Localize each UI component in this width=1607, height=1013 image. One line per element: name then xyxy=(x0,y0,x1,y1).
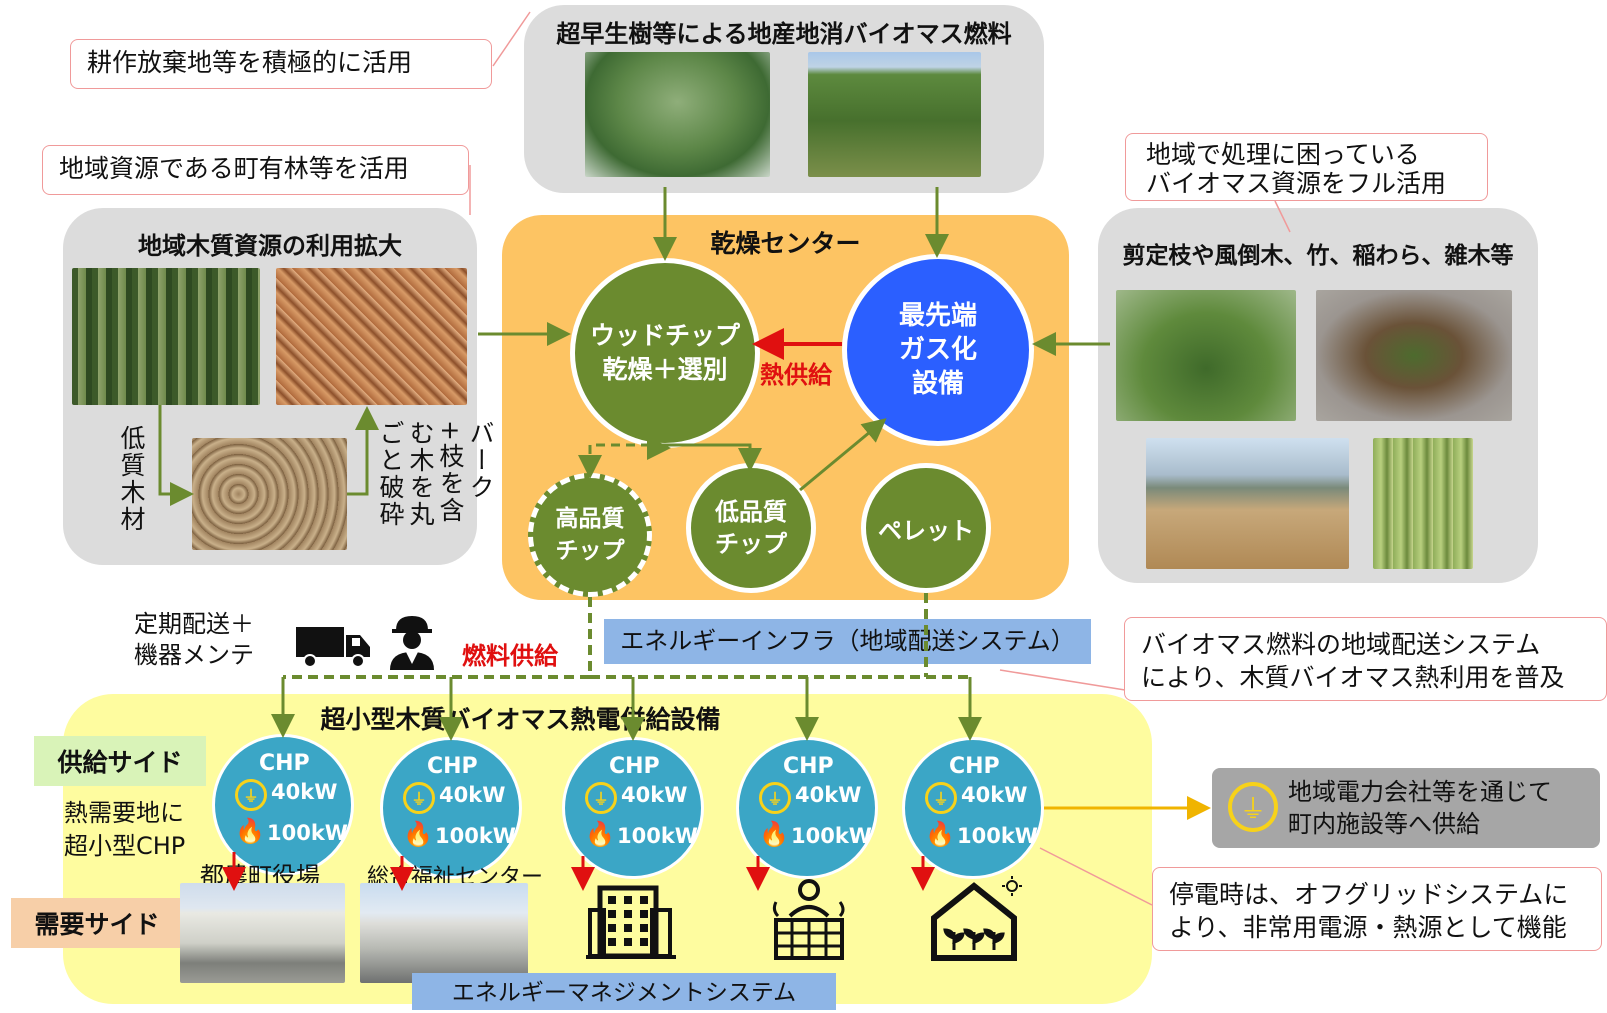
plug-icon: ⏚ xyxy=(925,782,957,814)
high-quality-line-1: 高品質 xyxy=(555,506,625,532)
high-quality-chip-circle: 高品質 チップ xyxy=(528,473,652,597)
gasifier-circle: 最先端 ガス化 設備 xyxy=(842,254,1034,446)
photo-rice-straw xyxy=(1146,438,1349,569)
chp-heat: 100kW xyxy=(617,824,698,848)
chp-note: 熱需要地に 超小型CHP xyxy=(64,797,185,863)
plug-icon: ⏚ xyxy=(1228,782,1278,832)
chp-heat: 100kW xyxy=(435,824,516,848)
low-quality-chip-circle: 低品質 チップ xyxy=(686,463,816,593)
chp-name: CHP xyxy=(949,754,1000,779)
chp-unit: CHP ⏚ 40kW 🔥 100kW xyxy=(380,737,522,879)
top-panel-title: 超早生樹等による地産地消バイオマス燃料 xyxy=(556,20,1012,48)
wood-chip-line-2: 乾燥＋選別 xyxy=(602,355,728,384)
plug-icon: ⏚ xyxy=(403,782,435,814)
plug-icon: ⏚ xyxy=(585,782,617,814)
gasifier-line-1: 最先端 xyxy=(898,301,977,331)
power-company-text: 地域電力会社等を通じて 町内施設等へ供給 xyxy=(1288,776,1552,840)
chp-heat: 100kW xyxy=(267,821,348,845)
heat-supply-label: 熱供給 xyxy=(760,361,832,389)
wood-chip-line-1: ウッドチップ xyxy=(589,321,740,350)
worker-icon xyxy=(386,612,438,670)
power-company-box: ⏚ 地域電力会社等を通じて 町内施設等へ供給 xyxy=(1212,768,1600,848)
chp-note-line-1: 熱需要地に xyxy=(64,799,184,827)
label-low-quality-wood: 低質木材 xyxy=(117,425,146,533)
chp-power: 40kW xyxy=(795,783,862,807)
hot-spring-icon xyxy=(768,876,850,962)
chp-power: 40kW xyxy=(439,783,506,807)
chp-power: 40kW xyxy=(961,783,1028,807)
plug-icon: ⏚ xyxy=(235,779,267,811)
chp-unit: CHP ⏚ 40kW 🔥 100kW xyxy=(736,737,878,879)
callout-delivery-line-1: バイオマス燃料の地域配送システム xyxy=(1141,630,1541,659)
truck-icon xyxy=(296,623,372,669)
fuel-supply-label: 燃料供給 xyxy=(462,642,558,670)
left-panel-title: 地域木質資源の利用拡大 xyxy=(138,232,402,260)
demand-side-tag: 需要サイド xyxy=(11,898,183,948)
photo-wood-chips xyxy=(276,268,467,405)
callout-blackout: 停電時は、オフグリッドシステムに より、非常用電源・熱源として機能 xyxy=(1152,867,1602,951)
fire-icon: 🔥 xyxy=(585,820,615,848)
ems-bar: エネルギーマネジメントシステム xyxy=(412,973,836,1010)
chp-name: CHP xyxy=(427,754,478,779)
photo-plantation xyxy=(808,52,981,177)
plug-icon: ⏚ xyxy=(759,782,791,814)
wood-chip-drying-circle: ウッドチップ 乾燥＋選別 xyxy=(570,258,760,448)
callout-delivery-system: バイオマス燃料の地域配送システム により、木質バイオマス熱利用を普及 xyxy=(1124,617,1607,701)
pellet-circle: ペレット xyxy=(861,463,991,593)
low-quality-line-2: チップ xyxy=(715,530,787,558)
building-icon xyxy=(586,880,676,960)
delivery-line-1: 定期配送＋ xyxy=(134,610,254,638)
chp-unit: CHP ⏚ 40kW 🔥 100kW xyxy=(902,737,1044,879)
label-bark-branches: バーク+枝を含む木を丸ごと破砕 xyxy=(376,420,495,528)
chp-name: CHP xyxy=(259,751,310,776)
callout-delivery-line-2: により、木質バイオマス熱利用を普及 xyxy=(1141,663,1565,692)
fire-icon: 🔥 xyxy=(403,820,433,848)
fire-icon: 🔥 xyxy=(925,820,955,848)
photo-fast-growing-tree xyxy=(585,52,770,177)
gasifier-line-2: ガス化 xyxy=(898,335,977,365)
pellet-label: ペレット xyxy=(878,516,974,545)
photo-welfare-center xyxy=(360,883,528,983)
callout-farmland: 耕作放棄地等を積極的に活用 xyxy=(70,39,492,89)
bottom-panel-title: 超小型木質バイオマス熱電併給設備 xyxy=(320,705,721,734)
chp-heat: 100kW xyxy=(957,824,1038,848)
photo-forest xyxy=(72,268,260,405)
callout-biomass-line-2: バイオマス資源をフル活用 xyxy=(1146,169,1447,198)
chp-heat: 100kW xyxy=(791,824,872,848)
power-company-line-2: 町内施設等へ供給 xyxy=(1288,810,1480,838)
greenhouse-icon xyxy=(928,876,1024,962)
callout-biomass-local: 地域で処理に困っている バイオマス資源をフル活用 xyxy=(1125,133,1488,201)
fire-icon: 🔥 xyxy=(759,820,789,848)
photo-bamboo xyxy=(1373,438,1473,569)
chp-note-line-2: 超小型CHP xyxy=(64,832,186,860)
delivery-line-2: 機器メンテ xyxy=(134,641,254,669)
gasifier-line-3: 設備 xyxy=(911,369,964,399)
right-panel-title: 剪定枝や風倒木、竹、稲わら、雑木等 xyxy=(1122,243,1514,269)
callout-biomass-line-1: 地域で処理に困っている xyxy=(1146,140,1420,169)
chp-name: CHP xyxy=(783,754,834,779)
low-quality-line-1: 低品質 xyxy=(715,498,787,526)
high-quality-line-2: チップ xyxy=(555,538,625,564)
power-company-line-1: 地域電力会社等を通じて xyxy=(1288,778,1552,806)
photo-pruned-branches xyxy=(1316,290,1512,421)
chp-power: 40kW xyxy=(621,783,688,807)
photo-log-pile xyxy=(192,438,347,550)
callout-blackout-line-1: 停電時は、オフグリッドシステムに xyxy=(1169,880,1569,909)
supply-side-tag: 供給サイド xyxy=(34,736,206,786)
energy-infra-bar: エネルギーインフラ（地域配送システム） xyxy=(604,619,1091,664)
center-panel-title: 乾燥センター xyxy=(710,229,861,258)
callout-town-forest: 地域資源である町有林等を活用 xyxy=(42,145,469,195)
photo-town-hall xyxy=(180,883,345,983)
callout-blackout-line-2: より、非常用電源・熱源として機能 xyxy=(1169,913,1567,942)
fire-icon: 🔥 xyxy=(235,817,265,845)
chp-name: CHP xyxy=(609,754,660,779)
delivery-label: 定期配送＋ 機器メンテ xyxy=(134,609,254,671)
photo-trees xyxy=(1116,290,1296,421)
chp-power: 40kW xyxy=(271,780,338,804)
